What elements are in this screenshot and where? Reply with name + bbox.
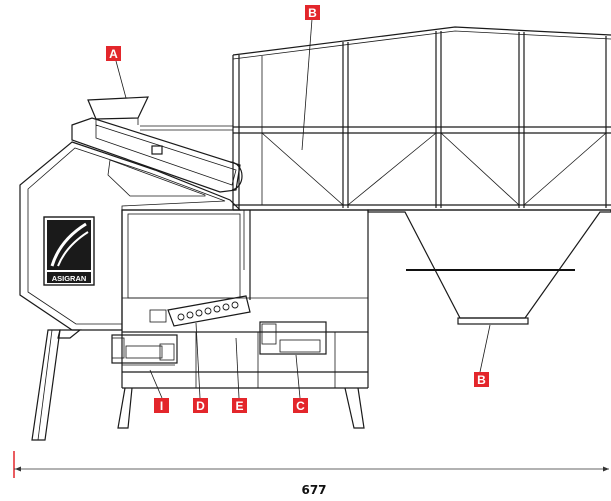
inclined-chute (71, 117, 243, 193)
ejector-manifold (149, 295, 251, 327)
discharge-chute (31, 329, 82, 441)
callout-a-label: A (109, 47, 118, 61)
upper-frame-structure (232, 26, 611, 211)
asigran-logo: ASIGRAN (43, 216, 95, 286)
callout-i: I (154, 398, 169, 413)
central-cabinet (121, 209, 369, 333)
callout-e: E (232, 398, 247, 413)
callout-b-bottom-label: B (477, 373, 486, 387)
left-conveyor-unit (111, 334, 178, 366)
callout-e-label: E (235, 399, 243, 413)
callout-c: C (293, 398, 308, 413)
callout-d: D (193, 398, 208, 413)
callout-c-label: C (296, 399, 305, 413)
callout-i-label: I (160, 399, 163, 413)
dimension-line: 677 (13, 451, 609, 497)
callout-b-top: B (305, 5, 320, 20)
callout-d-label: D (196, 399, 205, 413)
logo-text: ASIGRAN (52, 274, 87, 283)
base-frame (117, 332, 369, 429)
leader-lines (115, 18, 491, 399)
callout-b-top-label: B (308, 6, 317, 20)
right-conveyor-unit (259, 321, 327, 355)
callout-b-bottom: B (474, 372, 489, 387)
hopper (367, 209, 611, 325)
feed-hopper (87, 96, 149, 125)
dimension-value: 677 (301, 483, 326, 497)
callout-a: A (106, 46, 121, 61)
